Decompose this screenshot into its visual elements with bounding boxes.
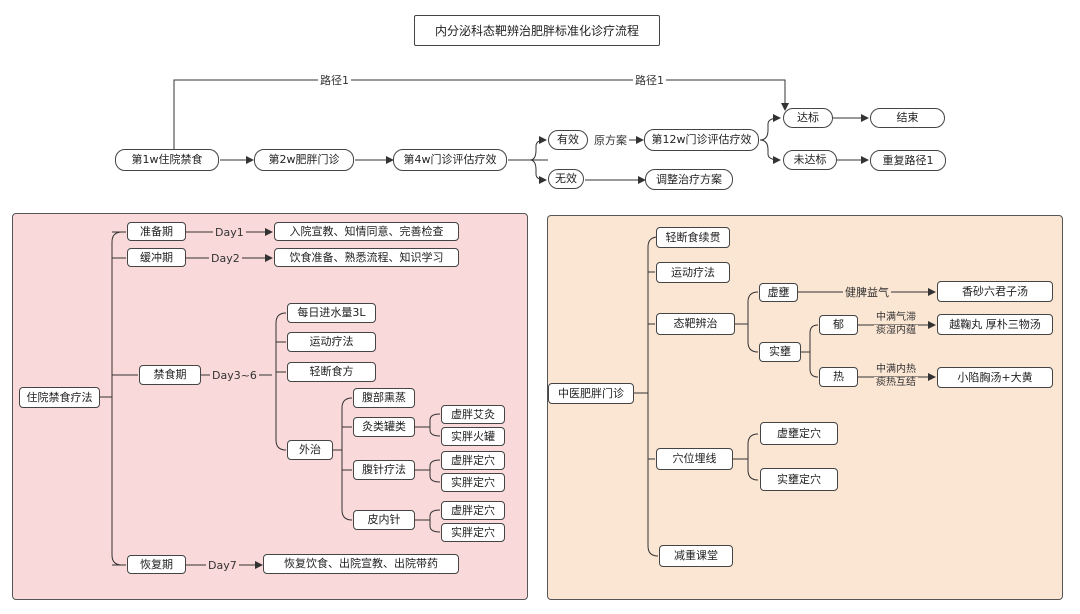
- diagram-title: 内分泌科态靶辨治肥胖标准化诊疗流程: [414, 15, 660, 46]
- recovery-stage: 恢复期: [127, 555, 186, 574]
- label-day1: Day1: [213, 226, 246, 239]
- buffer-stage: 缓冲期: [127, 248, 186, 267]
- label-yu-note-1: 中满气滞: [874, 312, 918, 323]
- moxa-deficiency: 虚胖艾灸: [441, 405, 505, 424]
- label-re-note-2: 痰热互结: [874, 377, 918, 388]
- left-exercise: 运动疗法: [287, 332, 376, 352]
- intradermal-needle: 皮内针: [353, 510, 415, 530]
- skin-deficiency: 虚胖定穴: [441, 501, 505, 520]
- light-diet-recipe: 轻断食方: [287, 362, 376, 382]
- right-root: 中医肥胖门诊: [548, 383, 634, 404]
- label-re-note-1: 中满内热: [874, 364, 918, 375]
- path-label-right: 路径1: [633, 74, 666, 87]
- node-week4: 第4w门诊评估疗效: [393, 149, 507, 171]
- label-day2: Day2: [209, 252, 242, 265]
- fasting-stage: 禁食期: [139, 365, 201, 385]
- xu-obstruction: 虚壅: [759, 283, 798, 302]
- shi-point: 实壅定穴: [760, 468, 838, 491]
- label-original-plan: 原方案: [592, 134, 629, 147]
- buffer-detail: 饮食准备、熟悉流程、知识学习: [274, 248, 459, 267]
- abdominal-needle: 腹针疗法: [353, 460, 415, 480]
- skin-excess: 实胖定穴: [441, 523, 505, 542]
- external-treatment: 外治: [287, 440, 333, 460]
- path-label-left: 路径1: [318, 74, 351, 87]
- right-exercise: 运动疗法: [656, 262, 730, 283]
- label-yu-note-2: 痰湿内蕴: [874, 325, 918, 336]
- node-end: 结束: [870, 108, 945, 128]
- node-not-reached: 未达标: [783, 150, 837, 170]
- light-fast-sequence: 轻断食续贯: [656, 227, 730, 248]
- xiangsha-decoction: 香砂六君子汤: [937, 281, 1053, 302]
- node-week2: 第2w肥胖门诊: [254, 149, 354, 171]
- prep-detail: 入院宣教、知情同意、完善检查: [274, 222, 459, 241]
- abdomen-steam: 腹部熏蒸: [353, 388, 415, 408]
- prep-stage: 准备期: [127, 222, 186, 241]
- cupping-excess: 实胖火罐: [441, 427, 505, 446]
- needle-deficiency: 虚胖定穴: [441, 451, 505, 470]
- node-adjust-plan: 调整治疗方案: [645, 169, 733, 190]
- label-day7: Day7: [206, 559, 239, 572]
- weight-loss-class: 减重课堂: [659, 545, 733, 567]
- label-jianpi: 健脾益气: [843, 286, 891, 299]
- yueju-decoction: 越鞠丸 厚朴三物汤: [937, 314, 1053, 335]
- water-intake: 每日进水量3L: [287, 303, 376, 323]
- xu-point: 虚壅定穴: [760, 422, 838, 445]
- label-day3-6: Day3~6: [210, 369, 259, 382]
- tai-ba-treatment: 态靶辨治: [656, 313, 735, 335]
- xiaoxian-decoction: 小陷胸汤+大黄: [937, 367, 1053, 388]
- node-yu: 郁: [819, 315, 858, 335]
- node-week12: 第12w门诊评估疗效: [644, 129, 759, 151]
- node-reached: 达标: [783, 108, 833, 128]
- node-week1: 第1w住院禁食: [115, 149, 219, 171]
- right-panel: [547, 215, 1063, 600]
- acupoint-catgut: 穴位埋线: [656, 448, 733, 470]
- node-repeat-path: 重复路径1: [870, 150, 946, 171]
- moxa-cupping: 灸类罐类: [353, 417, 415, 437]
- shi-obstruction: 实壅: [759, 342, 801, 362]
- recovery-detail: 恢复饮食、出院宣教、出院带药: [263, 554, 459, 574]
- needle-excess: 实胖定穴: [441, 473, 505, 492]
- node-re: 热: [819, 367, 858, 387]
- node-effective: 有效: [548, 130, 588, 150]
- node-ineffective: 无效: [548, 169, 584, 189]
- left-root: 住院禁食疗法: [19, 387, 100, 408]
